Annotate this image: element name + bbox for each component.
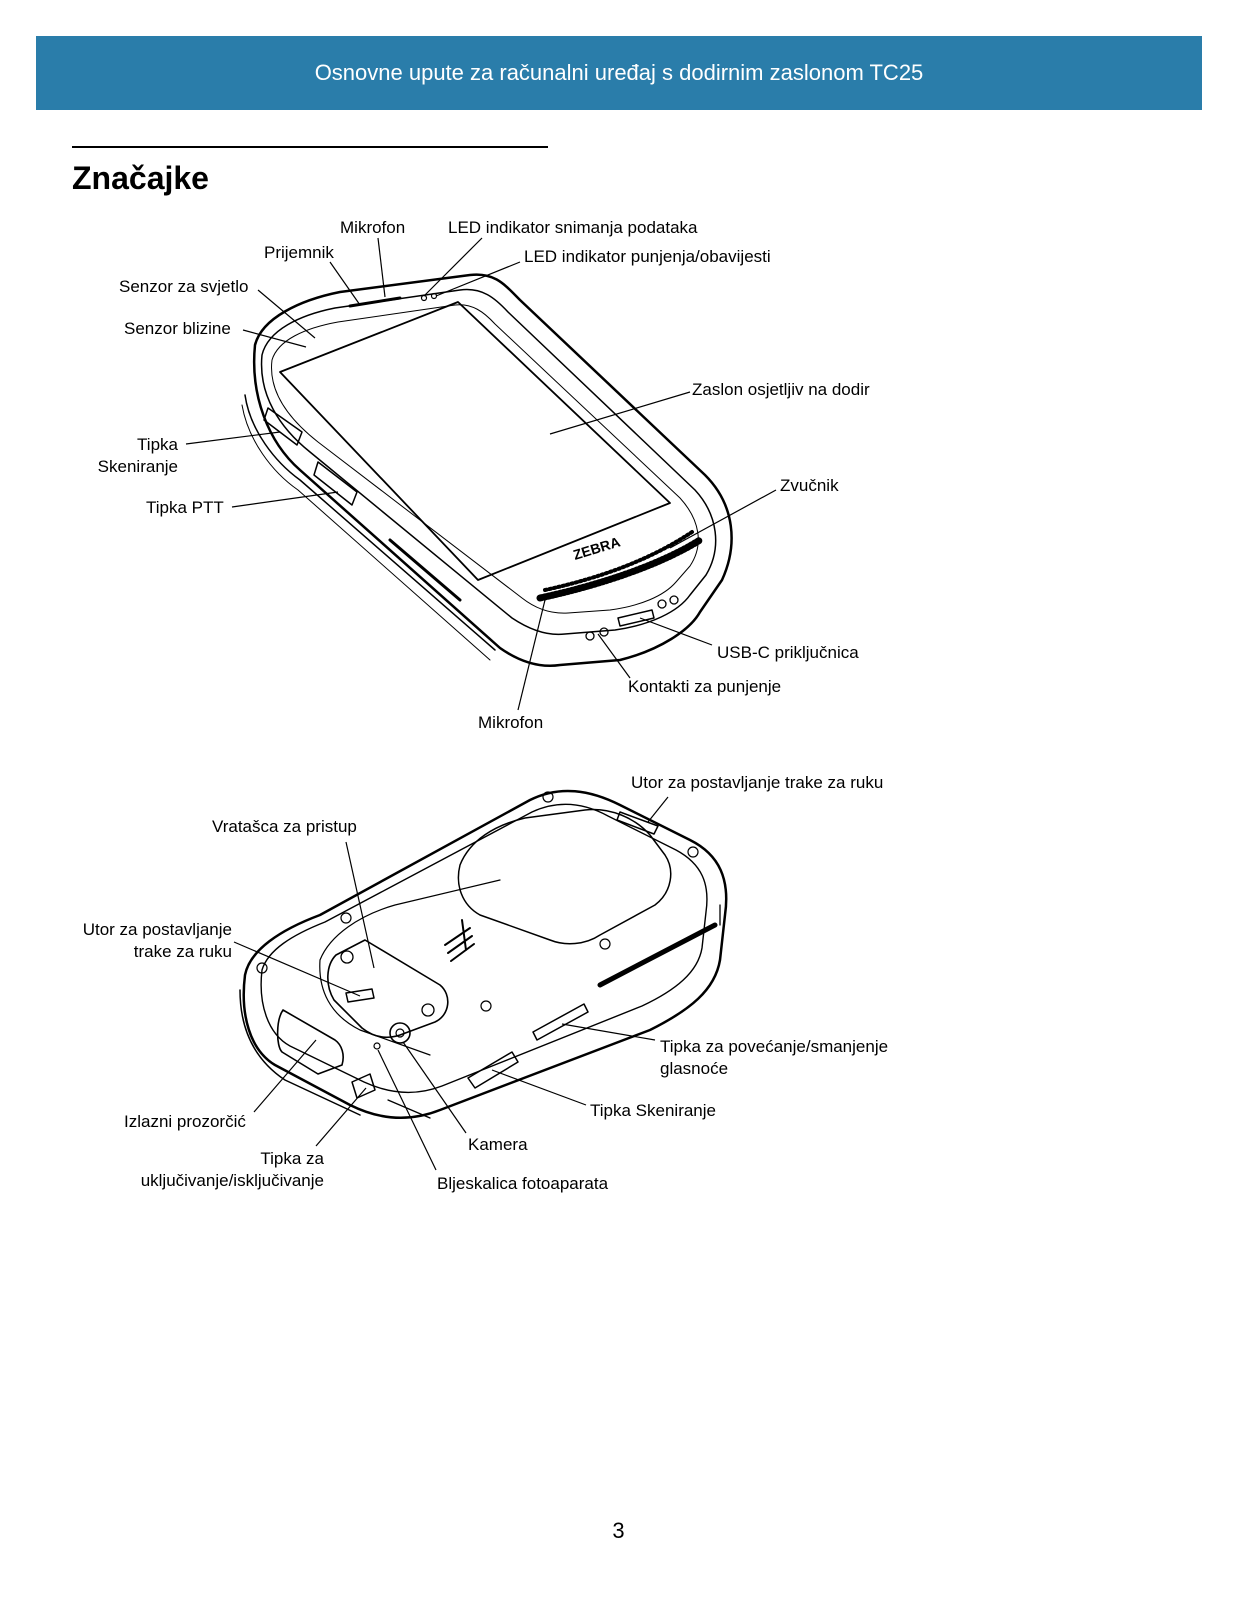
- front-outer-body: [252, 273, 733, 667]
- back-outer-body: [242, 789, 728, 1119]
- label-camera-flash: Bljeskalica fotoaparata: [437, 1174, 609, 1193]
- front-display: [279, 301, 671, 581]
- section-title: Značajke: [72, 160, 209, 196]
- label-strap-slot-top: Utor za postavljanje trake za ruku: [631, 773, 884, 792]
- label-receiver: Prijemnik: [264, 243, 334, 262]
- label-volume-button-line1: Tipka za povećanje/smanjenje: [660, 1037, 889, 1056]
- back-volume-button: [532, 1003, 589, 1041]
- label-microphone-top: Mikrofon: [340, 218, 406, 237]
- back-logo-mark: [444, 919, 475, 962]
- back-exit-window: [276, 1009, 344, 1075]
- front-usbc-port: [617, 609, 655, 627]
- label-scan-button-line1: Tipka: [137, 435, 178, 454]
- back-device-illustration: [233, 789, 728, 1171]
- back-flash: [373, 1042, 381, 1050]
- page-number: 3: [612, 1518, 625, 1543]
- label-ptt-button: Tipka PTT: [146, 498, 224, 517]
- label-charging-contacts: Kontakti za punjenje: [628, 677, 782, 696]
- back-strap-slot-left: [345, 988, 375, 1003]
- label-strap-slot-left-line2: trake za ruku: [133, 942, 232, 961]
- label-back-scan-button: Tipka Skeniranje: [590, 1101, 716, 1120]
- back-strap-slot-top: [616, 811, 659, 835]
- label-microphone-bottom: Mikrofon: [478, 713, 544, 732]
- section-rule: [72, 146, 548, 148]
- back-power-button: [351, 1073, 376, 1099]
- label-light-sensor: Senzor za svjetlo: [119, 277, 249, 296]
- label-led-charge: LED indikator punjenja/obavijesti: [524, 247, 771, 266]
- back-camera: [389, 1022, 411, 1044]
- label-power-button: Tipka za uključivanje/isključivanje: [100, 1148, 324, 1192]
- label-volume-button: Tipka za povećanje/smanjenje glasnoće: [660, 1036, 888, 1080]
- label-speaker: Zvučnik: [780, 476, 839, 495]
- label-strap-slot-left-line1: Utor za postavljanje: [82, 920, 232, 939]
- label-led-capture: LED indikator snimanja podataka: [448, 218, 698, 237]
- label-proximity-sensor: Senzor blizine: [124, 319, 231, 338]
- label-power-button-line2: uključivanje/isključivanje: [140, 1171, 324, 1190]
- label-volume-button-line2: glasnoće: [660, 1059, 729, 1078]
- back-label-panel: [457, 808, 672, 945]
- back-access-door: [327, 939, 449, 1038]
- label-touchscreen: Zaslon osjetljiv na dodir: [692, 380, 870, 399]
- header-bar: Osnovne upute za računalni uređaj s dodi…: [36, 36, 1202, 110]
- header-title: Osnovne upute za računalni uređaj s dodi…: [314, 60, 924, 85]
- label-access-door: Vratašca za pristup: [212, 817, 357, 836]
- label-exit-window: Izlazni prozorčić: [124, 1112, 246, 1131]
- label-strap-slot-left: Utor za postavljanje trake za ruku: [52, 919, 232, 963]
- label-power-button-line1: Tipka za: [260, 1149, 324, 1168]
- label-scan-button: Tipka Skeniranje: [78, 434, 178, 478]
- front-device-illustration: ZEBRA: [185, 237, 777, 711]
- label-scan-button-line2: Skeniranje: [97, 457, 178, 476]
- front-speaker-grille: [536, 536, 704, 602]
- front-scan-button: [263, 407, 303, 446]
- front-ptt-button: [313, 461, 358, 506]
- back-scan-button: [467, 1051, 519, 1089]
- label-camera: Kamera: [468, 1135, 528, 1154]
- label-usbc: USB-C priključnica: [717, 643, 859, 662]
